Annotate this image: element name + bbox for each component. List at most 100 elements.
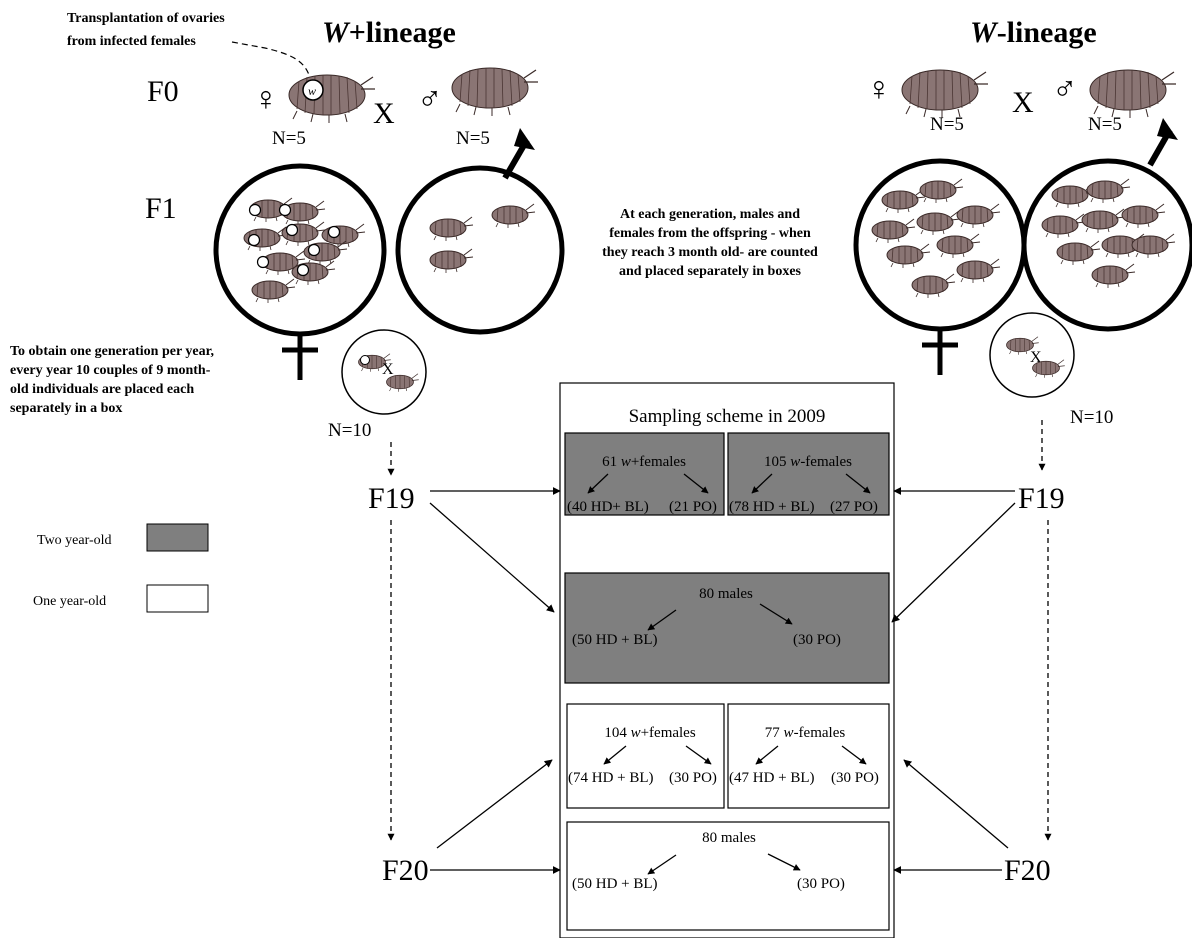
right-female-symbol: ♀ — [866, 71, 892, 108]
legend-one-year-label: One year-old — [33, 594, 106, 609]
f19-wplus-left-arrow — [587, 473, 609, 494]
f20-left-to-wplus-arrow — [436, 759, 553, 849]
left-male-offspring-circle — [395, 165, 565, 335]
left-male-offspring-group — [429, 203, 536, 274]
offspring-note: At each generation, males and females fr… — [602, 207, 818, 279]
f20-right-label: F20 — [1004, 854, 1051, 887]
f19-males-po: (30 PO) — [793, 632, 841, 648]
f19-wminus-right-arrow — [845, 473, 871, 494]
f19-left-to-males-arrow — [429, 502, 555, 613]
transplant-pointer — [231, 41, 311, 79]
f19-right-to-males-arrow — [891, 502, 1016, 623]
f20-males-right-arrow — [767, 853, 801, 871]
f20-wplus-right-arrow — [685, 745, 712, 765]
right-couple-male-icon — [1032, 359, 1066, 379]
f19-males-hd-bl: (50 HD + BL) — [572, 632, 658, 648]
f20-males-box — [566, 821, 890, 931]
f20-wplus-females-title: 104 w+females — [604, 725, 696, 741]
f19-left-label: F19 — [368, 482, 415, 515]
right-couple-box-circle — [989, 312, 1075, 398]
f20-males-left-arrow — [647, 854, 677, 875]
left-male-up-arrowhead — [514, 128, 535, 150]
right-couple-cross: X — [1030, 349, 1042, 366]
generation-note-line2: every year 10 couples of 9 month- — [10, 363, 211, 378]
f19-wplus-females-box — [564, 432, 725, 516]
left-male-symbol: ♂ — [417, 81, 443, 118]
left-male-count: N=5 — [456, 128, 490, 149]
f19-wminus-left-arrow — [751, 473, 773, 494]
offspring-note-line1: At each generation, males and — [620, 207, 800, 222]
w-minus-lineage-title: W-lineage — [970, 16, 1097, 49]
left-female-woodlouse-icon — [288, 74, 376, 124]
sampling-scheme-title: Sampling scheme in 2009 — [629, 406, 826, 427]
legend-two-year-label: Two year-old — [37, 533, 112, 548]
f19-males-title: 80 males — [699, 586, 753, 602]
generation-note-line1: To obtain one generation per year, — [10, 344, 214, 359]
generation-note-line3: old individuals are placed each — [10, 382, 194, 397]
f20-wminus-po: (30 PO) — [831, 770, 879, 786]
f19-wminus-females-box — [727, 432, 890, 516]
right-male-offspring-group — [1041, 178, 1176, 289]
left-male-woodlouse-icon — [451, 67, 539, 117]
f20-males-hd-bl: (50 HD + BL) — [572, 876, 658, 892]
f20-wplus-females-box — [566, 703, 725, 809]
right-couples-count: N=10 — [1070, 407, 1113, 428]
f19-wminus-po: (27 PO) — [830, 499, 878, 515]
left-couple-cross: X — [382, 361, 394, 378]
right-male-count: N=5 — [1088, 114, 1122, 135]
f1-label: F1 — [145, 192, 177, 225]
f19-wminus-females-title: 105 w-females — [764, 454, 852, 470]
f20-males-title: 80 males — [702, 830, 756, 846]
right-cross-symbol: X — [1012, 86, 1034, 119]
offspring-note-line2: females from the offspring - when — [609, 226, 811, 241]
f20-wminus-right-arrow — [841, 745, 867, 765]
left-couple-male-icon — [386, 373, 420, 393]
generation-note: To obtain one generation per year, every… — [10, 344, 214, 416]
f20-wminus-females-box — [727, 703, 890, 809]
left-female-offspring-group — [243, 197, 366, 304]
f20-left-label: F20 — [382, 854, 429, 887]
infected-marker-icon — [302, 79, 324, 101]
f20-wminus-females-title: 77 w-females — [765, 725, 846, 741]
offspring-note-line4: and placed separately in boxes — [619, 264, 802, 279]
right-male-woodlouse-icon — [1089, 69, 1177, 119]
legend-one-year-swatch — [146, 584, 209, 613]
left-couple-infected-marker — [360, 355, 370, 365]
right-male-symbol: ♂ — [1052, 71, 1078, 108]
offspring-note-line3: they reach 3 month old- are counted — [602, 245, 818, 260]
f20-wminus-hd-bl: (47 HD + BL) — [729, 770, 815, 786]
right-male-offspring-circle — [1021, 158, 1192, 332]
left-couples-count: N=10 — [328, 420, 371, 441]
f19-wplus-hd-bl: (40 HD+ BL) — [567, 499, 649, 515]
f19-males-box — [564, 572, 890, 684]
w-plus-lineage-title: W+lineage — [322, 16, 456, 49]
f20-wplus-hd-bl: (74 HD + BL) — [568, 770, 654, 786]
infected-offspring-markers — [247, 203, 341, 277]
transplant-note-line1: Transplantation of ovaries — [67, 11, 225, 26]
left-female-count: N=5 — [272, 128, 306, 149]
left-female-offspring-circle — [213, 163, 387, 337]
left-female-symbol: ♀ — [253, 81, 279, 118]
right-female-offspring-group — [871, 178, 1001, 299]
f20-males-po: (30 PO) — [797, 876, 845, 892]
f20-wminus-left-arrow — [755, 745, 779, 765]
f19-wminus-hd-bl: (78 HD + BL) — [729, 499, 815, 515]
f19-wplus-females-title: 61 w+females — [602, 454, 686, 470]
f19-wplus-right-arrow — [683, 473, 709, 494]
left-couple-box-circle — [341, 329, 427, 415]
f0-label: F0 — [147, 75, 179, 108]
right-male-up-arrowhead — [1157, 118, 1178, 140]
f19-right-label: F19 — [1018, 482, 1065, 515]
transplant-note-line2: from infected females — [67, 34, 196, 49]
f19-males-right-arrow — [759, 603, 793, 625]
right-female-woodlouse-icon — [901, 69, 989, 119]
generation-note-line4: separately in a box — [10, 401, 122, 416]
f19-males-left-arrow — [647, 609, 677, 631]
f20-wplus-po: (30 PO) — [669, 770, 717, 786]
left-cross-symbol: X — [373, 97, 395, 130]
f20-wplus-left-arrow — [603, 745, 627, 765]
f19-wplus-po: (21 PO) — [669, 499, 717, 515]
right-female-count: N=5 — [930, 114, 964, 135]
